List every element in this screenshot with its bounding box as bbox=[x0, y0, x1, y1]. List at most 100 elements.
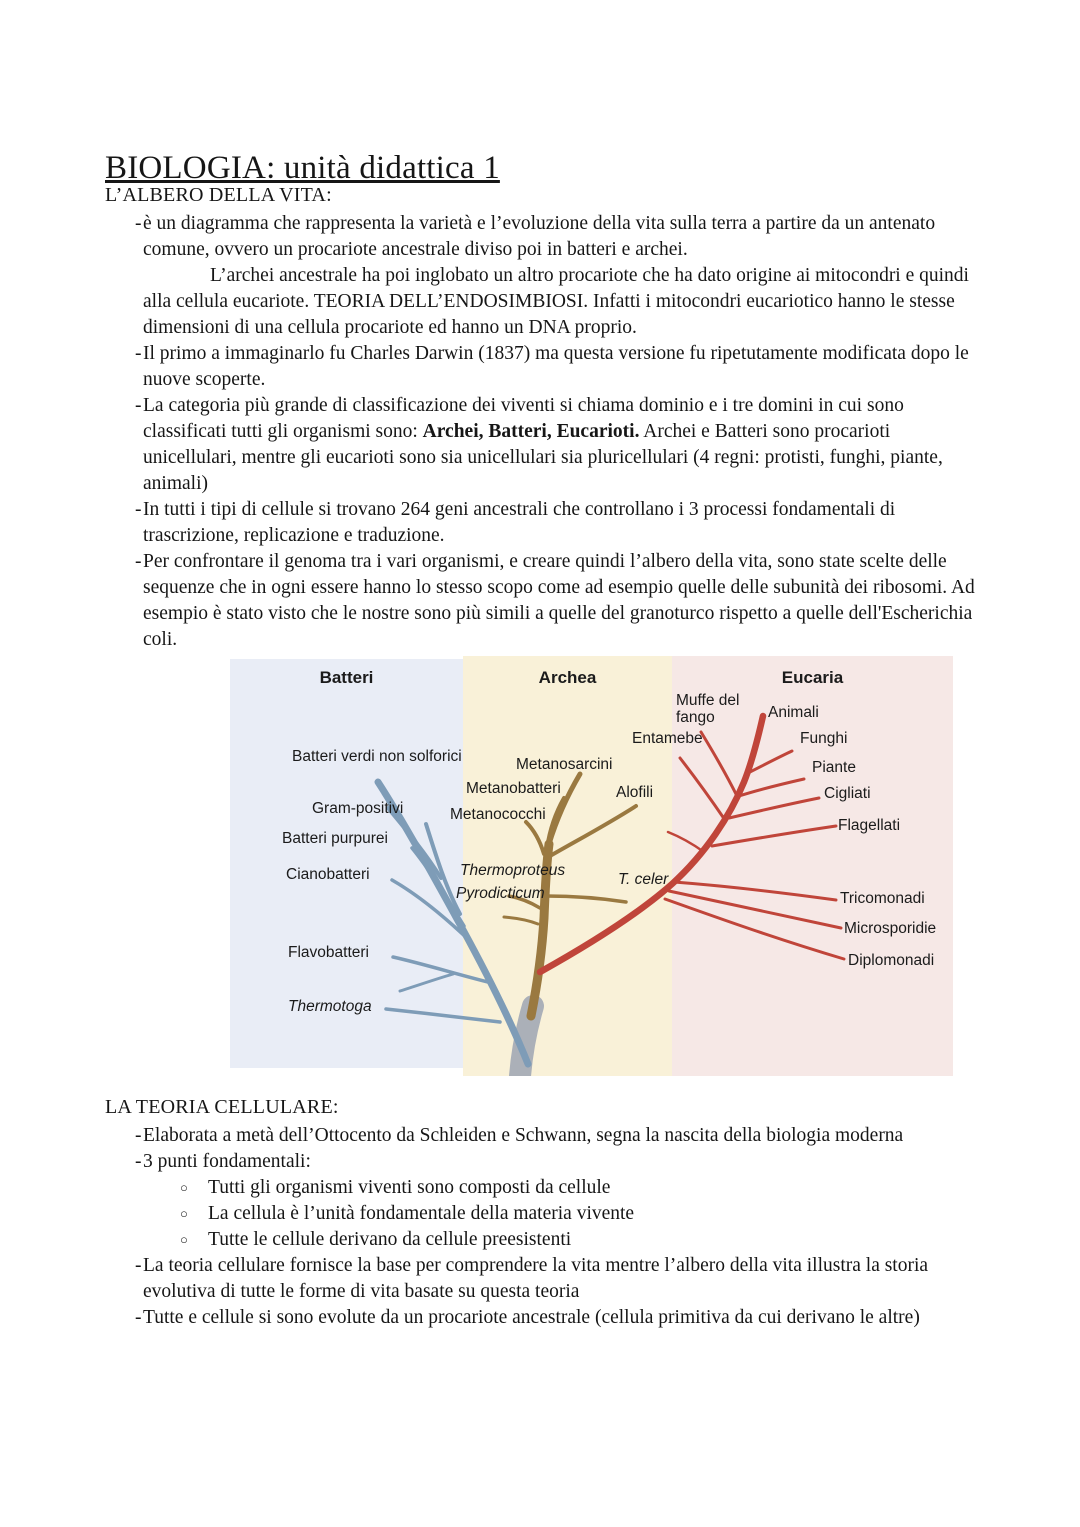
page-title: BIOLOGIA: unità didattica 1 bbox=[105, 150, 500, 187]
branch-batteri-fork bbox=[386, 806, 443, 880]
bullet-dash-marker: - bbox=[135, 1151, 142, 1172]
tree-label-muffe-del-fango: Muffe del fango bbox=[676, 692, 740, 726]
branch-flavobatteri-fork bbox=[398, 972, 455, 993]
tree-label-flavobatteri: Flavobatteri bbox=[288, 944, 369, 961]
list-item: - Per confrontare il genoma tra i vari o… bbox=[105, 549, 975, 653]
sub-list-item: ○ Tutte le cellule derivano da cellule p… bbox=[143, 1227, 975, 1253]
list-item: - Elaborata a metà dell’Ottocento da Sch… bbox=[105, 1123, 975, 1149]
archaea-branch-group bbox=[502, 771, 638, 1021]
domain-header-eucaria: Eucaria bbox=[781, 668, 844, 687]
list-item-text: Elaborata a metà dell’Ottocento da Schle… bbox=[143, 1125, 904, 1146]
list-item-text: Il primo a immaginarlo fu Charles Darwin… bbox=[143, 343, 969, 390]
sub-list-item: ○ La cellula è l’unità fondamentale dell… bbox=[143, 1201, 975, 1227]
branch-cianobatteri bbox=[390, 878, 473, 944]
branch-muffe-del-fango bbox=[699, 730, 739, 798]
tree-label-t-celer: T. celer bbox=[618, 871, 669, 888]
tree-label-piante: Piante bbox=[812, 759, 856, 776]
domain-header-archea: Archea bbox=[538, 668, 597, 687]
branch-stub bbox=[666, 830, 706, 854]
tree-label-cianobatteri: Cianobatteri bbox=[286, 866, 370, 883]
branch-batteri-purpurei bbox=[410, 846, 466, 928]
bacteria-branch-group bbox=[374, 778, 532, 1068]
branch-flavobatteri bbox=[391, 955, 490, 984]
branch-tricomonadi bbox=[672, 880, 838, 902]
list-item: - La teoria cellulare fornisce la base p… bbox=[105, 1253, 975, 1305]
archaea-column-background bbox=[463, 656, 672, 1076]
tree-label-microsporidie: Microsporidie bbox=[844, 920, 937, 937]
list-item: - Il primo a immaginarlo fu Charles Darw… bbox=[105, 341, 975, 393]
list-item: - La categoria più grande di classificaz… bbox=[105, 393, 975, 497]
list-item-text: La teoria cellulare fornisce la base per… bbox=[143, 1255, 929, 1302]
section-heading-albero: L’ALBERO DELLA VITA: bbox=[105, 184, 332, 206]
tree-label-cigliati: Cigliati bbox=[824, 785, 871, 802]
list-item-text: Per confrontare il genoma tra i vari org… bbox=[143, 551, 975, 650]
bullet-dash-marker: - bbox=[135, 499, 142, 520]
bullet-dash-marker: - bbox=[135, 1307, 142, 1328]
list-item-text: è un diagramma che rappresenta la variet… bbox=[143, 213, 936, 260]
list-item-text: In tutti i tipi di cellule si trovano 26… bbox=[143, 499, 896, 546]
list-item-text: Tutte e cellule si sono evolute da un pr… bbox=[143, 1307, 920, 1328]
tree-label-batteri-purpurei: Batteri purpurei bbox=[282, 830, 388, 847]
sub-list-item: ○ Tutti gli organismi viventi sono compo… bbox=[143, 1175, 975, 1201]
list-item-text: 3 punti fondamentali: bbox=[143, 1151, 311, 1172]
albero-list: - è un diagramma che rappresenta la vari… bbox=[105, 211, 975, 653]
bullet-dash-marker: - bbox=[135, 343, 142, 364]
branch-piante bbox=[737, 777, 806, 798]
branch-gram-positivi bbox=[424, 822, 462, 916]
eukarya-column-background bbox=[672, 656, 953, 1076]
sub-bullet-circle-marker: ○ bbox=[180, 1232, 188, 1247]
branch-metanosarcini bbox=[546, 771, 583, 847]
tree-label-entamebe: Entamebe bbox=[632, 730, 703, 747]
tree-label-funghi: Funghi bbox=[800, 730, 848, 747]
sub-list-item-text: Tutte le cellule derivano da cellule pre… bbox=[208, 1229, 572, 1250]
list-item: - è un diagramma che rappresenta la vari… bbox=[105, 211, 975, 341]
sub-bullet-circle-marker: ○ bbox=[180, 1180, 188, 1195]
list-item-text-post: Archei e Batteri sono procarioti unicell… bbox=[143, 421, 943, 494]
domain-header-batteri: Batteri bbox=[319, 668, 374, 687]
tree-label-tricomonadi: Tricomonadi bbox=[840, 890, 925, 907]
tree-label-gram-positivi: Gram-positivi bbox=[312, 800, 404, 817]
tree-label-flagellati: Flagellati bbox=[838, 817, 901, 834]
tree-label-thermoproteus: Thermoproteus bbox=[460, 862, 566, 879]
branch-metanobatteri bbox=[545, 796, 566, 850]
sub-bullet-circle-marker: ○ bbox=[180, 1206, 188, 1221]
list-item-text-bold: Archei, Batteri, Eucarioti. bbox=[422, 421, 640, 442]
teoria-list: - Elaborata a metà dell’Ottocento da Sch… bbox=[105, 1123, 975, 1331]
tree-label-pyrodicticum: Pyrodicticum bbox=[456, 885, 545, 902]
list-item: - Tutte e cellule si sono evolute da un … bbox=[105, 1305, 975, 1331]
branch-thermotoga bbox=[384, 1007, 502, 1024]
tree-label-diplomonadi: Diplomonadi bbox=[848, 952, 935, 969]
tree-label-thermotoga: Thermotoga bbox=[288, 998, 372, 1015]
branch-cigliati bbox=[727, 796, 821, 820]
bullet-dash-marker: - bbox=[135, 551, 142, 572]
list-item-text: La categoria più grande di classificazio… bbox=[143, 393, 975, 497]
branch-pyrodicticum bbox=[502, 915, 540, 926]
branch-entamebe bbox=[678, 756, 727, 822]
tree-label-metanobatteri: Metanobatteri bbox=[466, 780, 561, 797]
bullet-dash-marker: - bbox=[135, 1125, 142, 1146]
list-item: - In tutti i tipi di cellule si trovano … bbox=[105, 497, 975, 549]
bullet-dash-marker: - bbox=[135, 1255, 142, 1276]
list-item: - 3 punti fondamentali: ○ Tutti gli orga… bbox=[105, 1149, 975, 1253]
branch-flagellati bbox=[710, 824, 838, 848]
tree-of-life-figure: Batteri Archea Eucaria Batteri verdi non… bbox=[228, 656, 953, 1076]
bullet-dash-marker: - bbox=[135, 395, 142, 416]
tree-label-animali: Animali bbox=[768, 704, 819, 721]
branch-diplomonadi bbox=[663, 897, 846, 961]
sub-list-item-text: La cellula è l’unità fondamentale della … bbox=[208, 1203, 635, 1224]
branch-thermoproteus bbox=[507, 894, 542, 910]
tree-label-metanococchi: Metanococchi bbox=[450, 806, 546, 823]
tree-label-batteri-verdi: Batteri verdi non solforici bbox=[292, 748, 462, 765]
section-heading-teoria: LA TEORIA CELLULARE: bbox=[105, 1096, 339, 1118]
sub-list-item-text: Tutti gli organismi viventi sono compost… bbox=[208, 1177, 611, 1198]
tree-label-metanosarcini: Metanosarcini bbox=[516, 756, 613, 773]
list-item-text: L’archei ancestrale ha poi inglobato un … bbox=[143, 265, 969, 338]
branch-alofili bbox=[548, 804, 638, 858]
branch-metanococchi bbox=[524, 820, 546, 856]
list-item-text-pre: La categoria più grande di classificazio… bbox=[143, 395, 904, 442]
tree-of-life-svg bbox=[230, 656, 953, 1076]
branch-archaea-stem bbox=[526, 839, 554, 1021]
branch-funghi bbox=[744, 749, 794, 776]
tree-label-alofili: Alofili bbox=[616, 784, 654, 801]
